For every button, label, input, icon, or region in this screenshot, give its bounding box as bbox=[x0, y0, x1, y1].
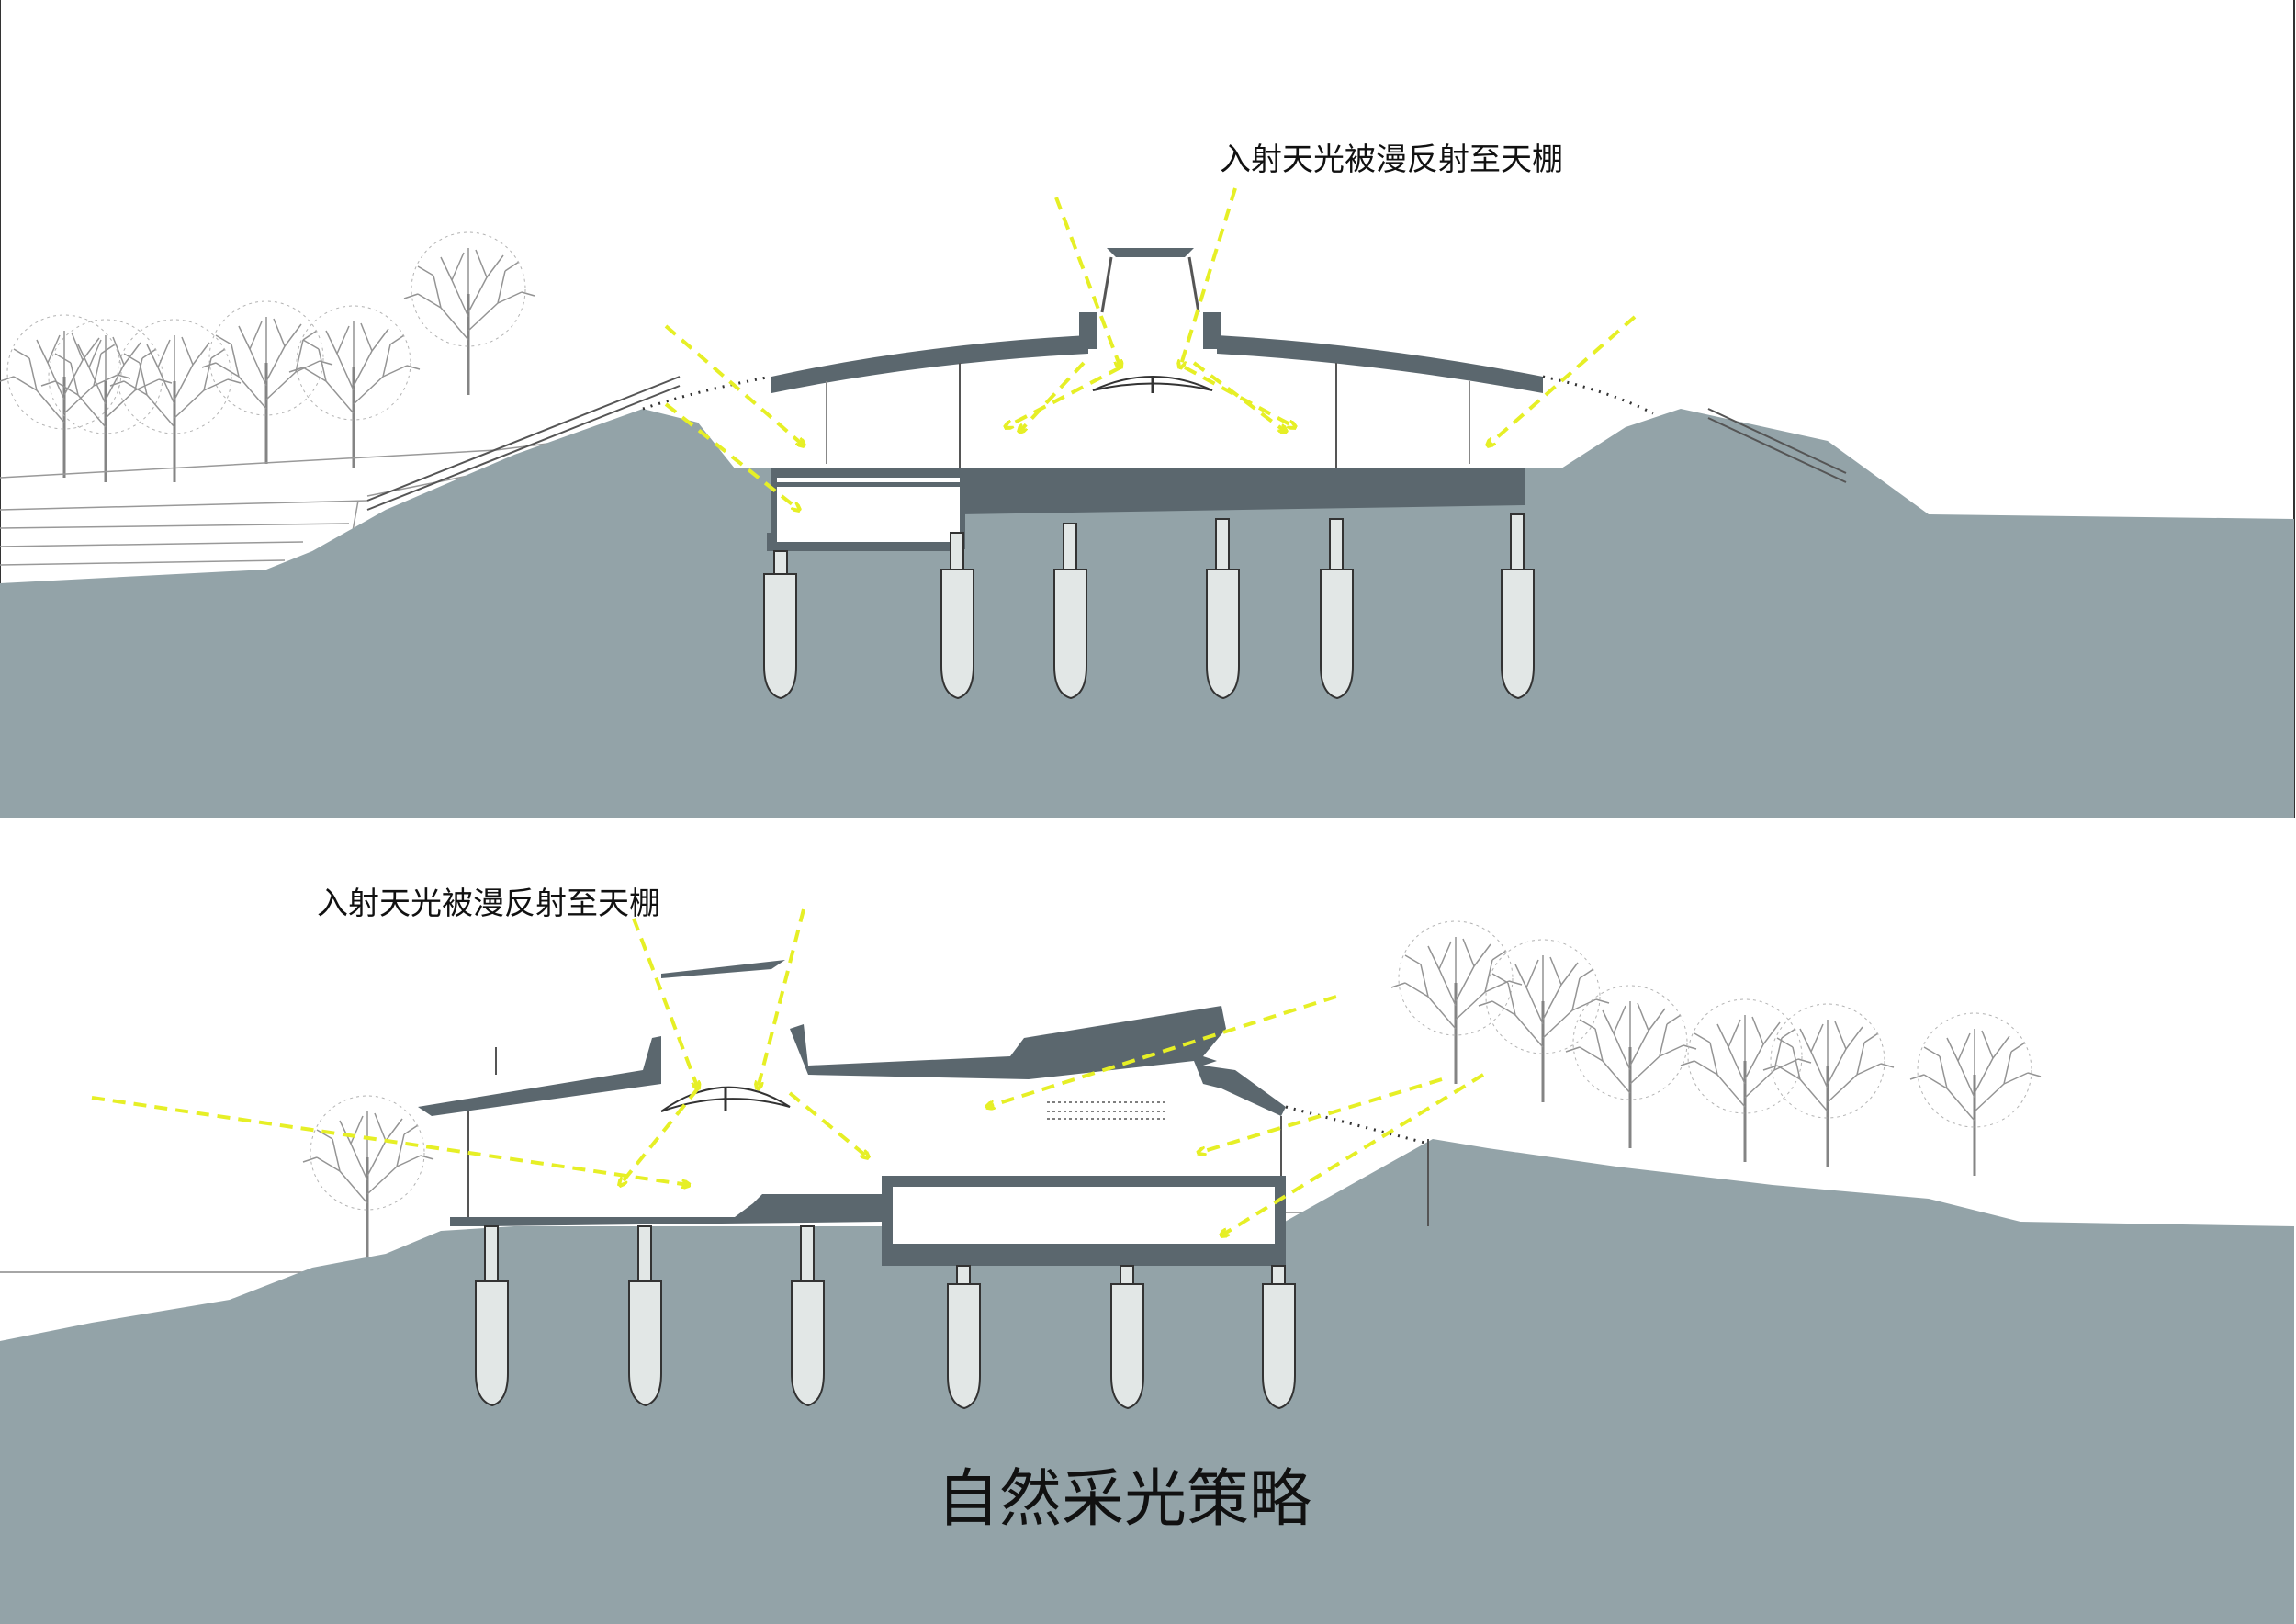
light-arrow-icon bbox=[664, 187, 1637, 510]
railing-left bbox=[366, 376, 681, 511]
roof-bottom-right bbox=[790, 1006, 1286, 1116]
skylight-lantern bbox=[1079, 248, 1221, 349]
tree-icon bbox=[0, 231, 536, 484]
roof-top-right bbox=[1217, 335, 1543, 393]
section-bottom: 入射天光被漫反射至天棚 bbox=[0, 885, 2294, 1624]
roof-bottom-left bbox=[418, 1036, 661, 1116]
section-top: 入射天光被漫反射至天棚 bbox=[0, 0, 2295, 818]
ground-top bbox=[0, 409, 2294, 818]
roof-top bbox=[771, 335, 1088, 393]
piles-top bbox=[763, 513, 1535, 700]
page-title: 自然采光策略 bbox=[937, 1463, 1311, 1536]
annotation-bottom: 入射天光被漫反射至天棚 bbox=[317, 885, 660, 922]
light-arrow-icon bbox=[91, 908, 1485, 1235]
railing-right bbox=[1707, 408, 1847, 483]
ground-bottom bbox=[0, 1139, 2294, 1624]
piles-bottom bbox=[475, 1225, 1296, 1410]
floor-slab-bottom bbox=[450, 1194, 882, 1226]
annotation-top: 入射天光被漫反射至天棚 bbox=[1220, 141, 1563, 178]
skylight-reflector-icon bbox=[1092, 376, 1213, 393]
